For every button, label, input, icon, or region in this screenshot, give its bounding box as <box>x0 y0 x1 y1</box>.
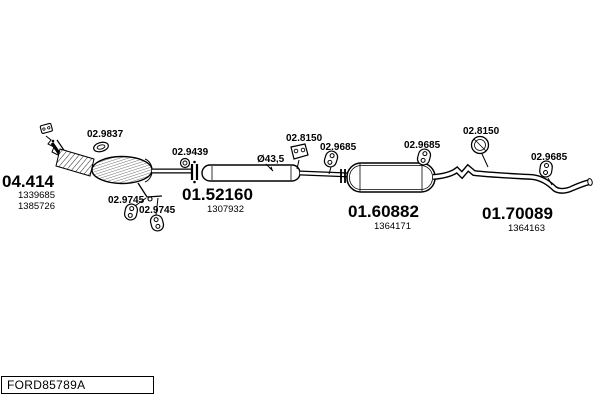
front-clamp-icon <box>39 122 53 134</box>
hanger-stem-3 <box>328 166 332 175</box>
part-ref-catalyst-2: 1385726 <box>18 201 55 212</box>
joint-clamp <box>190 160 199 184</box>
drawing-number-box: FORD85789A <box>1 376 154 394</box>
part-code-hanger-rear: 02.9685 <box>404 140 441 151</box>
chain-link-line <box>45 135 59 156</box>
pipe-mid <box>299 170 351 178</box>
tailpipe <box>432 163 593 194</box>
part-ref-centre-silencer: 1307932 <box>207 204 244 215</box>
part-code-tailpipe: 01.70089 <box>482 204 553 223</box>
rubber-hanger-icon-1 <box>123 203 139 221</box>
rubber-hanger-icon-3 <box>323 150 339 168</box>
drawing-number: FORD85789A <box>7 378 86 392</box>
diameter-leader <box>265 163 274 172</box>
part-code-bracket-mid: 02.8150 <box>286 133 323 144</box>
part-ref-tailpipe: 1364163 <box>508 223 545 234</box>
part-code-hanger-front-1: 02.9745 <box>108 195 145 206</box>
gasket-ring-icon <box>93 141 109 153</box>
inlet-clamp <box>340 169 346 183</box>
catalytic-converter <box>91 155 153 185</box>
part-ref-catalyst-1: 1339685 <box>18 190 55 201</box>
centre-silencer <box>201 164 301 182</box>
part-code-clamp-rear: 02.8150 <box>463 126 500 137</box>
part-code-hanger-tail: 02.9685 <box>531 152 568 163</box>
rear-silencer <box>346 162 436 193</box>
part-code-rear-silencer: 01.60882 <box>348 202 419 221</box>
mount-bracket-icon <box>290 143 309 170</box>
cat-bracket <box>134 182 163 216</box>
rubber-hanger-icon-4 <box>416 148 432 166</box>
part-code-hanger-mid: 02.9685 <box>320 142 357 153</box>
seal-ring-icon <box>179 157 191 169</box>
part-code-seal-ring: 02.9439 <box>172 147 209 158</box>
part-code-gasket: 02.9837 <box>87 129 124 140</box>
rubber-hanger-icon-5 <box>539 160 553 178</box>
part-ref-rear-silencer: 1364171 <box>374 221 411 232</box>
flex-pipe <box>55 148 95 177</box>
pipe-diameter-label: Ø43,5 <box>257 154 285 165</box>
part-code-catalyst: 04.414 <box>2 172 55 191</box>
part-code-centre-silencer: 01.52160 <box>182 185 253 204</box>
hanger-stem-5 <box>547 177 553 186</box>
rubber-hanger-icon-2 <box>149 214 165 232</box>
clamp-ring-icon <box>470 135 490 168</box>
part-code-hanger-front-2: 02.9745 <box>139 205 176 216</box>
